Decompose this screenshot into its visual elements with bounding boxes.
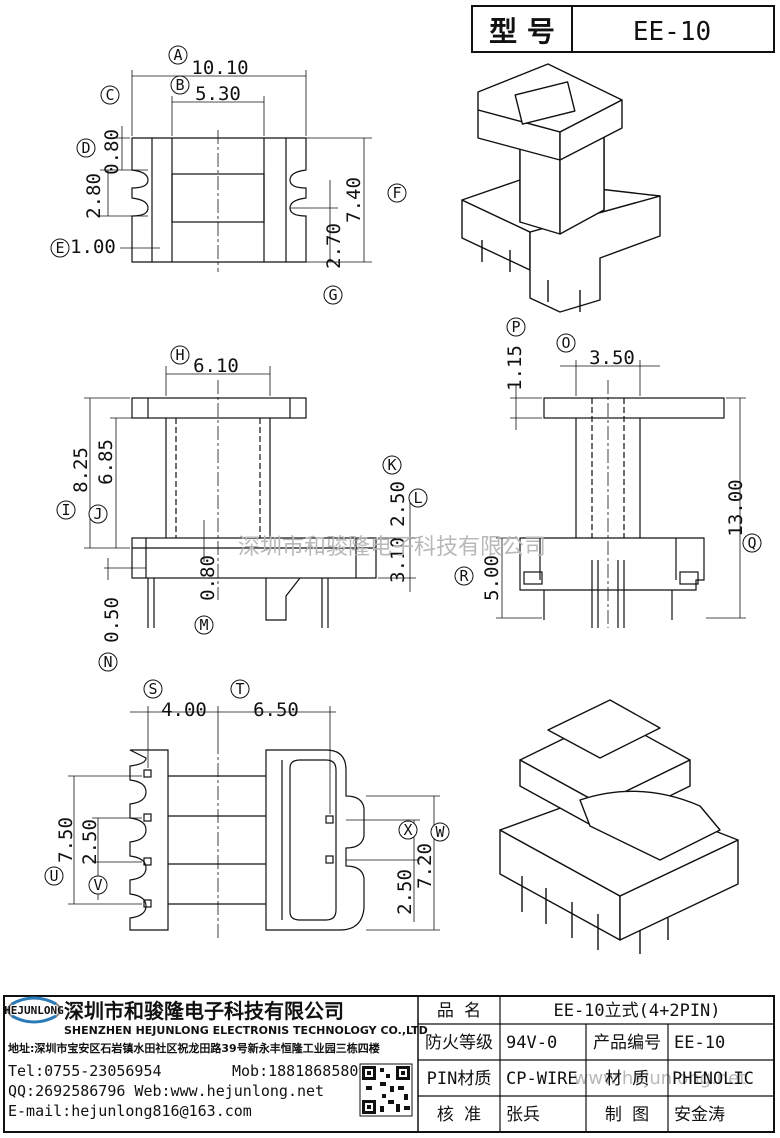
marker-T: T — [235, 680, 244, 698]
dim-U-value: 7.50 — [55, 817, 77, 863]
watermark-company: 深圳市和骏隆电子科技有限公司 — [238, 535, 546, 560]
model-label: 型 号 — [489, 15, 555, 48]
marker-W: W — [435, 823, 445, 841]
product-no-label: 产品编号 — [593, 1033, 661, 1053]
marker-L: L — [413, 489, 422, 507]
marker-letters: A B C D E F G H I J K L M N O P Q R S T … — [49, 46, 756, 894]
marker-N: N — [103, 653, 112, 671]
dim-F-value: 7.40 — [343, 177, 365, 223]
review-label: 核 准 — [437, 1105, 481, 1125]
marker-H: H — [175, 346, 184, 364]
dimension-markers — [44, 45, 762, 895]
spec-table: 品 名 EE-10立式(4+2PIN) 防火等级 94V-0 产品编号 EE-1… — [425, 1001, 754, 1125]
marker-P: P — [511, 318, 520, 336]
model-title-box — [471, 5, 775, 53]
dim-V-value: 2.50 — [79, 819, 101, 865]
company-address: 地址:深圳市宝安区石岩镇水田社区祝龙田路39号新永丰恒隆工业园三栋四楼 — [8, 1041, 380, 1055]
company-tel: Tel:0755-23056954 — [8, 1062, 162, 1080]
dim-J-value: 6.85 — [95, 439, 117, 485]
marker-A: A — [173, 46, 182, 64]
company-name-en: SHENZHEN HEJUNLONG ELECTRONIS TECHNOLOGY… — [64, 1024, 428, 1037]
watermark-site: www.hejunlong.net — [574, 1068, 747, 1089]
qr-code — [359, 1063, 413, 1117]
side-view — [496, 360, 746, 628]
fire-rating-label: 防火等级 — [425, 1033, 493, 1053]
pin-material-value: CP-WIRE — [506, 1069, 578, 1089]
marker-C: C — [105, 86, 114, 104]
marker-B: B — [175, 76, 184, 94]
marker-D: D — [81, 139, 90, 157]
bottom-view — [68, 706, 440, 940]
isometric-view-top — [461, 63, 661, 313]
dim-H-value: 6.10 — [193, 355, 239, 377]
marker-M: M — [199, 616, 208, 634]
marker-J: J — [93, 505, 102, 523]
company-email: E-mail:hejunlong816@163.com — [8, 1102, 252, 1120]
dim-S-value: 4.00 — [161, 699, 207, 721]
drawn-value: 安金涛 — [674, 1105, 725, 1125]
marker-S: S — [148, 680, 157, 698]
model-value: EE-10 — [633, 17, 711, 47]
dim-I-value: 8.25 — [70, 447, 92, 493]
marker-F: F — [392, 184, 401, 202]
dim-P-value: 1.15 — [504, 345, 526, 391]
front-view — [84, 366, 416, 628]
dim-D-value: 2.80 — [83, 173, 105, 219]
marker-O: O — [561, 334, 570, 352]
product-name-label: 品 名 — [437, 1001, 481, 1021]
drawn-label: 制 图 — [605, 1105, 649, 1125]
product-name-value: EE-10立式(4+2PIN) — [553, 1001, 720, 1021]
company-logo: HEJUNLONG — [4, 996, 64, 1024]
dim-E-value: 1.00 — [70, 236, 116, 258]
dim-M-value: 0.80 — [197, 555, 219, 601]
marker-V: V — [93, 876, 102, 894]
product-no-value: EE-10 — [674, 1033, 725, 1053]
dim-X-value: 2.50 — [394, 869, 416, 915]
dim-L-value: 3.10 — [387, 537, 409, 583]
dim-W-value: 7.20 — [414, 843, 436, 889]
marker-E: E — [55, 239, 64, 257]
company-mob: Mob:18818685809 — [232, 1062, 367, 1080]
dim-O-value: 3.50 — [589, 347, 635, 369]
top-view — [100, 70, 372, 272]
dim-R-value: 5.00 — [481, 555, 503, 601]
dim-K-value: 2.50 — [387, 481, 409, 527]
dim-Q-value: 13.00 — [725, 479, 747, 536]
dim-T-value: 6.50 — [253, 699, 299, 721]
marker-I: I — [61, 501, 70, 519]
marker-X: X — [403, 821, 412, 839]
dim-A-value: 10.10 — [191, 57, 248, 79]
material-label: 材 质 — [605, 1069, 649, 1089]
marker-R: R — [459, 567, 469, 585]
marker-Q: Q — [747, 534, 756, 552]
company-name-cn: 深圳市和骏隆电子科技有限公司 — [64, 999, 344, 1023]
dim-C-value: 0.80 — [101, 129, 123, 175]
marker-G: G — [328, 286, 337, 304]
dim-N-value: 0.50 — [101, 597, 123, 643]
company-qq-web: QQ:2692586796 Web:www.hejunlong.net — [8, 1082, 324, 1100]
logo-text: HEJUNLONG — [4, 1004, 64, 1017]
material-value: PHENOLIC — [672, 1069, 754, 1089]
dim-B-value: 5.30 — [195, 83, 241, 105]
isometric-view-bottom — [499, 699, 739, 954]
dim-G-value: 2.70 — [323, 223, 345, 269]
marker-K: K — [387, 456, 396, 474]
pin-material-label: PIN材质 — [427, 1069, 492, 1089]
marker-U: U — [49, 867, 58, 885]
review-value: 张兵 — [506, 1105, 540, 1125]
title-block-grid — [3, 995, 775, 1133]
fire-rating-value: 94V-0 — [506, 1033, 557, 1053]
